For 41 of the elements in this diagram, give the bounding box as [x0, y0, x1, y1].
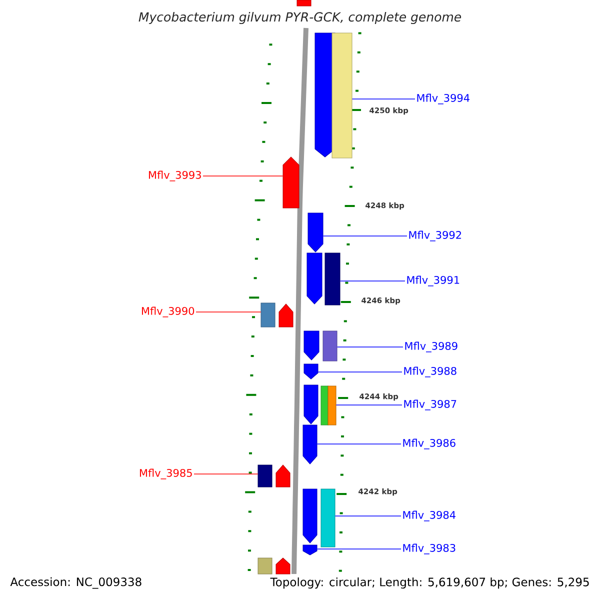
gene-block [308, 212, 324, 252]
gene-block [278, 304, 294, 328]
gene-label: Mflv_3992 [409, 230, 461, 242]
feature-bar [260, 302, 276, 328]
gene-label: Mflv_3988 [404, 366, 456, 378]
accession-text: Accession: NC_009338 [10, 577, 142, 589]
feature-bar [328, 386, 336, 426]
title: Mycobacterium gilvum PYR-GCK, complete genome [138, 12, 462, 24]
gene-label: Mflv_3983 [403, 544, 456, 554]
gene-block [282, 156, 300, 208]
gene-label: Mflv_3994 [417, 94, 470, 104]
gene-label: Mflv_3987 [404, 400, 456, 410]
gene-label: Mflv_3986 [403, 438, 456, 450]
gene-block [302, 424, 318, 464]
leader-line [336, 404, 402, 406]
feature-bar [258, 464, 272, 488]
feature-bar [322, 330, 338, 362]
gene-block [304, 384, 318, 424]
gene-label: Mflv_3991 [407, 276, 460, 286]
gene-block [276, 464, 290, 488]
feature-bar [324, 252, 340, 306]
leader-line [316, 548, 402, 550]
feature-bar [320, 386, 328, 426]
feature-bar [320, 488, 336, 548]
genome-info-text: Topology: circular; Length: 5,619,607 bp; Genes: 5,295 [270, 577, 589, 589]
gene-block [304, 364, 318, 380]
gene-label: Mflv_3984 [403, 510, 456, 522]
leader-line [336, 346, 404, 348]
leader-line [340, 280, 406, 282]
leader-line [352, 98, 416, 100]
gene-label: Mflv_3985 [140, 468, 192, 480]
feature-bar [258, 558, 272, 574]
gene-label: Mflv_3993 [148, 170, 201, 182]
gene-block [304, 330, 320, 360]
gene-label: Mflv_3989 [405, 342, 458, 352]
feature-bar [296, 0, 312, 6]
gene-block [302, 544, 318, 556]
gene-label: Mflv_3990 [142, 306, 194, 318]
gene-block [276, 558, 290, 574]
gene-block [306, 252, 322, 304]
feature-bar [332, 32, 352, 158]
